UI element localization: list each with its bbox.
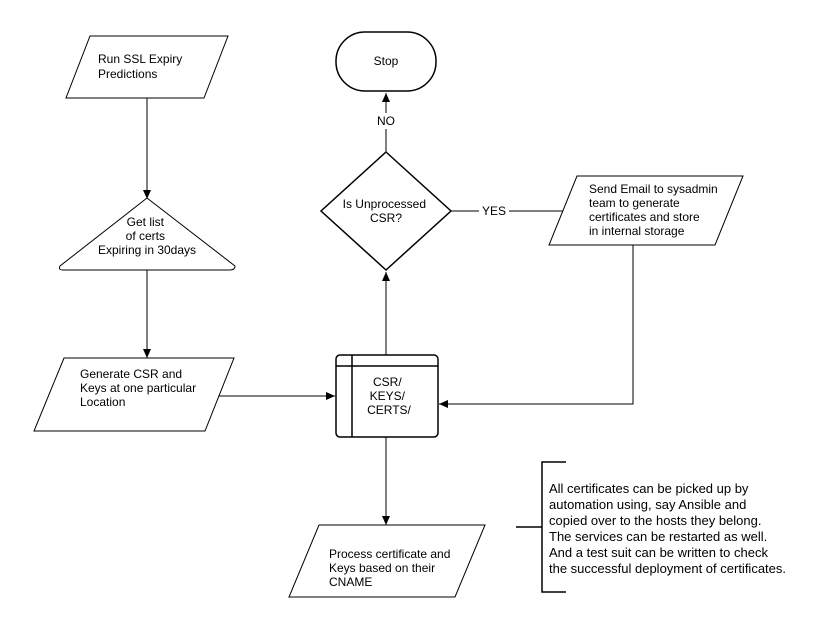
edge-email-to-storage — [439, 245, 634, 408]
annotation-line-1: All certificates can be picked up by — [549, 481, 749, 496]
node-storage-line-3: CERTS/ — [367, 403, 411, 417]
node-generate-csr-line-3: Location — [80, 395, 125, 409]
node-send-email-line-4: in internal storage — [589, 224, 685, 238]
node-process-cert-line-1: Process certificate and — [329, 547, 450, 561]
node-decision: Is Unprocessed CSR? — [319, 150, 453, 272]
node-generate-csr-line-1: Generate CSR and — [80, 367, 182, 381]
node-storage-label: CSR/ KEYS/ CERTS/ — [367, 375, 411, 417]
node-get-list-label: Get list of certs Expiring in 30days — [98, 215, 196, 257]
node-stop-label: Stop — [374, 54, 399, 68]
annotation-bracket — [516, 461, 566, 593]
node-storage-line-1: CSR/ — [373, 375, 402, 389]
node-storage: CSR/ KEYS/ CERTS/ — [335, 354, 439, 438]
node-send-email-label: Send Email to sysadmin team to generate … — [589, 182, 721, 238]
node-process-cert-line-3: CNAME — [329, 575, 372, 589]
node-process-cert: Process certificate and Keys based on th… — [288, 524, 486, 598]
edge-label-yes: YES — [482, 204, 506, 218]
node-send-email-line-3: certificates and store — [589, 210, 700, 224]
node-generate-csr-line-2: Keys at one particular — [80, 381, 196, 395]
annotation-text: All certificates can be picked up by aut… — [549, 481, 786, 576]
annotation-line-6: the successful deployment of certificate… — [549, 561, 786, 576]
node-run-ssl-line-1: Run SSL Expiry — [98, 52, 182, 66]
node-process-cert-line-2: Keys based on their — [329, 561, 435, 575]
annotation-line-5: And a test suit can be written to check — [549, 545, 768, 560]
node-process-cert-label: Process certificate and Keys based on th… — [329, 547, 454, 589]
node-get-list: Get list of certs Expiring in 30days — [58, 197, 236, 271]
node-storage-line-2: KEYS/ — [370, 389, 406, 403]
node-get-list-line-3: Expiring in 30days — [98, 243, 196, 257]
node-generate-csr-label: Generate CSR and Keys at one particular … — [80, 367, 199, 409]
node-run-ssl: Run SSL Expiry Predictions — [65, 35, 229, 99]
node-decision-line-2: CSR? — [370, 211, 402, 225]
annotation-line-2: automation using, say Ansible and — [549, 497, 746, 512]
node-send-email-line-1: Send Email to sysadmin — [589, 182, 718, 196]
node-generate-csr: Generate CSR and Keys at one particular … — [33, 357, 235, 432]
node-stop: Stop — [335, 31, 437, 92]
annotation: All certificates can be picked up by aut… — [516, 461, 786, 593]
node-send-email-line-2: team to generate — [589, 196, 680, 210]
node-get-list-line-2: of certs — [126, 229, 165, 243]
annotation-line-3: copied over to the hosts they belong. — [549, 513, 761, 528]
node-run-ssl-label: Run SSL Expiry Predictions — [98, 52, 186, 81]
annotation-line-4: The services can be restarted as well. — [549, 529, 767, 544]
node-decision-label: Is Unprocessed CSR? — [343, 197, 430, 225]
node-decision-line-1: Is Unprocessed — [343, 197, 426, 211]
node-run-ssl-line-2: Predictions — [98, 67, 157, 81]
node-get-list-line-1: Get list — [127, 215, 165, 229]
node-send-email: Send Email to sysadmin team to generate … — [548, 175, 744, 246]
edge-label-no: NO — [377, 114, 395, 128]
